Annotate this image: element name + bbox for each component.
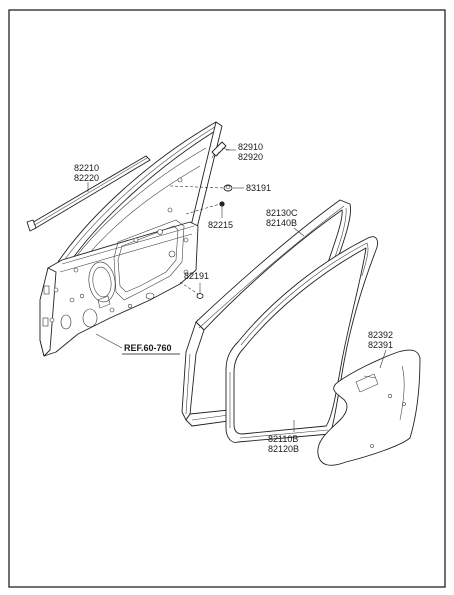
plug-lower-part [196,293,204,299]
label-82392: 82392 [368,330,393,340]
door-inner-panel-part [39,121,223,357]
leader-dash-82215 [185,203,221,215]
label-82130c: 82130C [266,208,298,218]
leader-82130c [293,227,305,237]
leader-ref [95,333,123,349]
label-82920: 82920 [238,152,263,162]
fastener-part [219,201,225,207]
label-82910: 82910 [238,142,263,152]
plug-upper-part [223,184,233,192]
label-82210: 82210 [74,163,99,173]
label-82220: 82220 [74,173,99,183]
door-weatherstrip-part [225,236,379,443]
label-82110b: 82110B [268,434,298,444]
diagram-border [8,9,446,588]
label-ref-60-760: REF.60-760 [124,343,172,353]
clip-part [211,141,231,159]
label-82191: 82191 [184,271,209,281]
belt-moulding-part [26,155,151,232]
water-shield-part [317,349,421,466]
label-82215: 82215 [208,220,233,230]
leader-dash-82191 [179,281,199,295]
leader-dash-83191 [169,185,225,189]
label-82391: 82391 [368,340,393,350]
leader-82392 [379,349,387,369]
label-82120b: 82120B [268,444,299,454]
label-82140b: 82140B [266,218,297,228]
label-83191: 83191 [246,183,271,193]
